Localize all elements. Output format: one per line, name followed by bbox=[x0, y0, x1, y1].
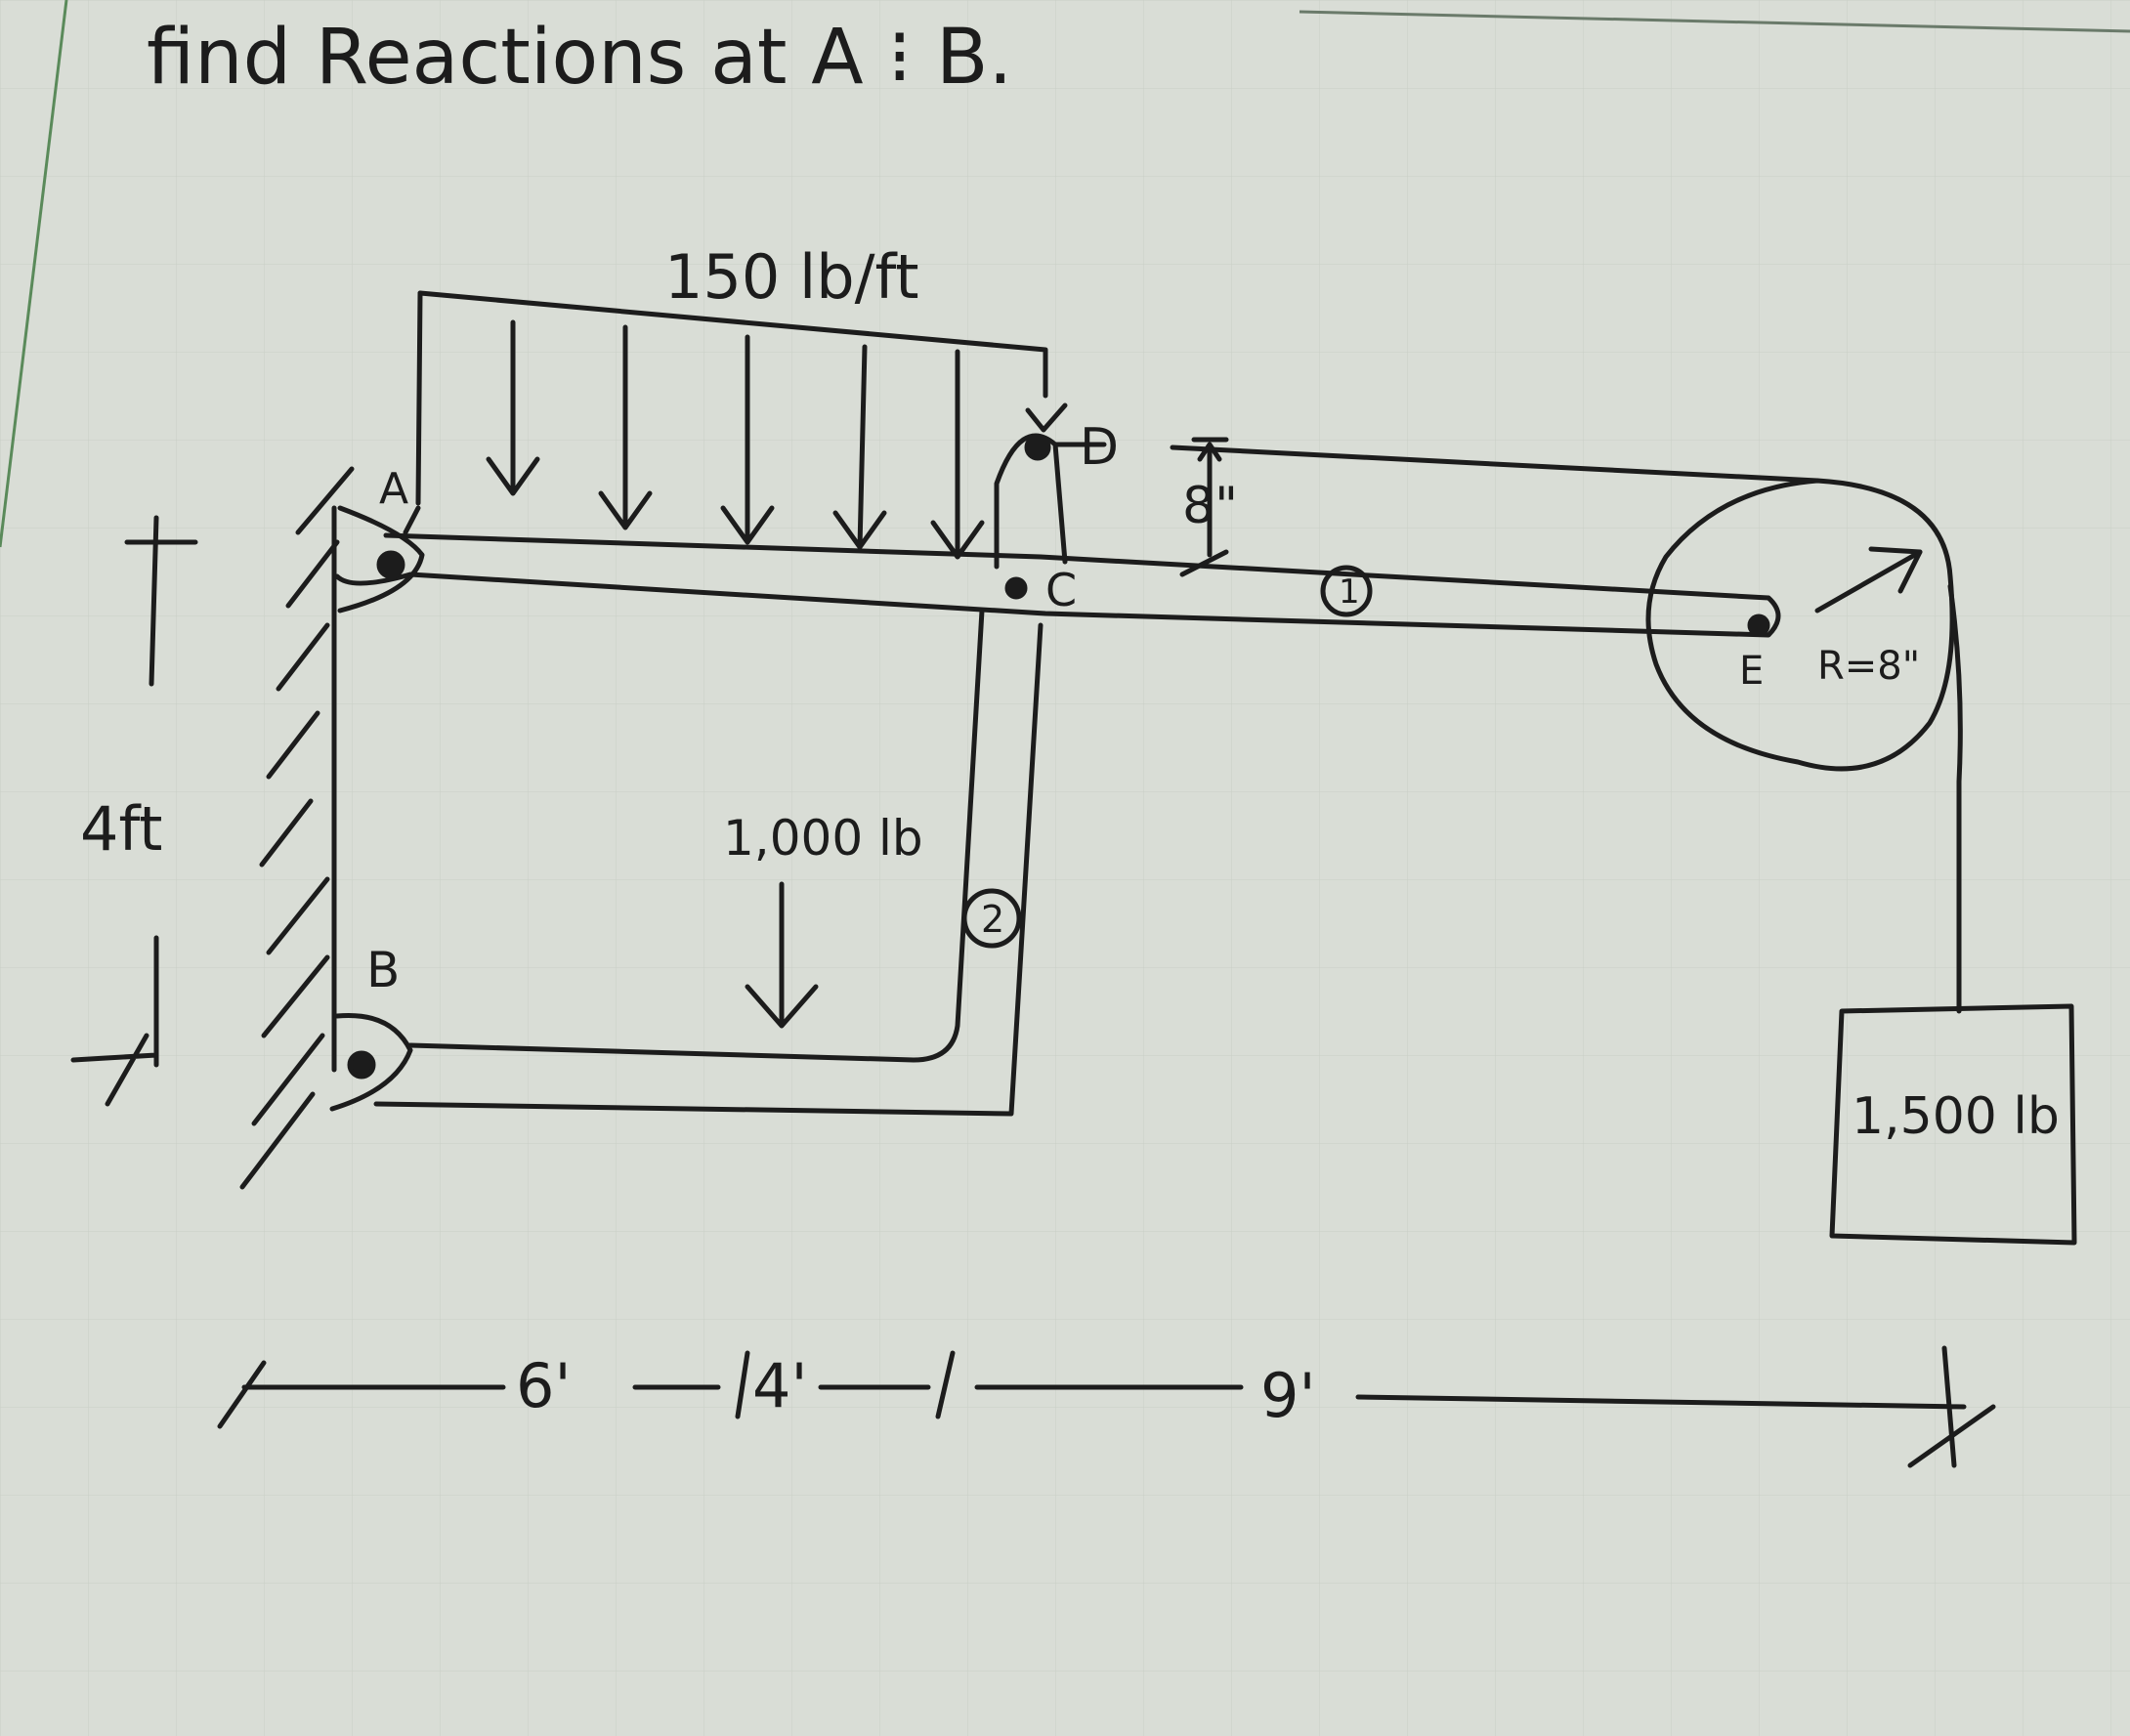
pulley bbox=[1645, 478, 1955, 772]
cable-lower bbox=[1947, 583, 1963, 1014]
pulley-radius-label: R=8" bbox=[1817, 644, 1920, 689]
dimension-8in bbox=[1179, 437, 1229, 577]
member-1-label: 1 bbox=[1339, 572, 1360, 612]
pin-e bbox=[1747, 614, 1770, 637]
span-2-label: 4' bbox=[752, 1350, 808, 1421]
d-bracket bbox=[994, 433, 1068, 570]
pin-support-b bbox=[329, 1012, 413, 1112]
label-b: B bbox=[366, 942, 400, 998]
member-2-outer bbox=[373, 622, 1044, 1117]
radius-arrow-head bbox=[1868, 546, 1923, 594]
height-label: 4ft bbox=[80, 793, 163, 865]
distributed-load-left bbox=[415, 290, 423, 506]
point-load-arrow bbox=[745, 881, 819, 1029]
label-c: C bbox=[1045, 564, 1077, 616]
point-load-label: 1,000 lb bbox=[723, 810, 923, 867]
dimension-bottom bbox=[217, 1345, 1996, 1468]
margin-line bbox=[0, 0, 68, 548]
dimension-4ft bbox=[70, 515, 198, 1107]
span-1-label: 6' bbox=[516, 1350, 572, 1421]
pin-support-a bbox=[337, 505, 425, 614]
cable-upper bbox=[1052, 442, 1820, 484]
offset-label: 8" bbox=[1182, 477, 1238, 535]
label-d: D bbox=[1080, 418, 1119, 477]
member-1-beam bbox=[334, 532, 1781, 638]
member-2-beam bbox=[407, 608, 985, 1063]
member-2-label: 2 bbox=[981, 898, 1004, 941]
radius-arrow-line bbox=[1814, 549, 1923, 614]
span-3-label: 9' bbox=[1260, 1360, 1316, 1431]
pin-a bbox=[376, 550, 405, 579]
pin-b bbox=[347, 1050, 376, 1080]
label-e: E bbox=[1739, 649, 1764, 694]
label-a: A bbox=[379, 464, 408, 514]
top-edge-line bbox=[1299, 10, 2130, 33]
hanging-weight-label: 1,500 lb bbox=[1852, 1087, 2060, 1146]
pin-d bbox=[1024, 434, 1051, 461]
distributed-load-label: 150 lb/ft bbox=[664, 241, 919, 313]
member-2-marker bbox=[961, 888, 1022, 949]
distributed-load-arrows bbox=[403, 319, 1068, 560]
member-1-marker bbox=[1320, 565, 1373, 617]
hanging-weight-box bbox=[1829, 1003, 2077, 1246]
title-text: find Reactions at A ⁝ B. bbox=[147, 14, 1012, 102]
distributed-load-frame bbox=[417, 290, 1048, 399]
point-c bbox=[1004, 576, 1028, 600]
wall-hatching bbox=[239, 466, 355, 1190]
